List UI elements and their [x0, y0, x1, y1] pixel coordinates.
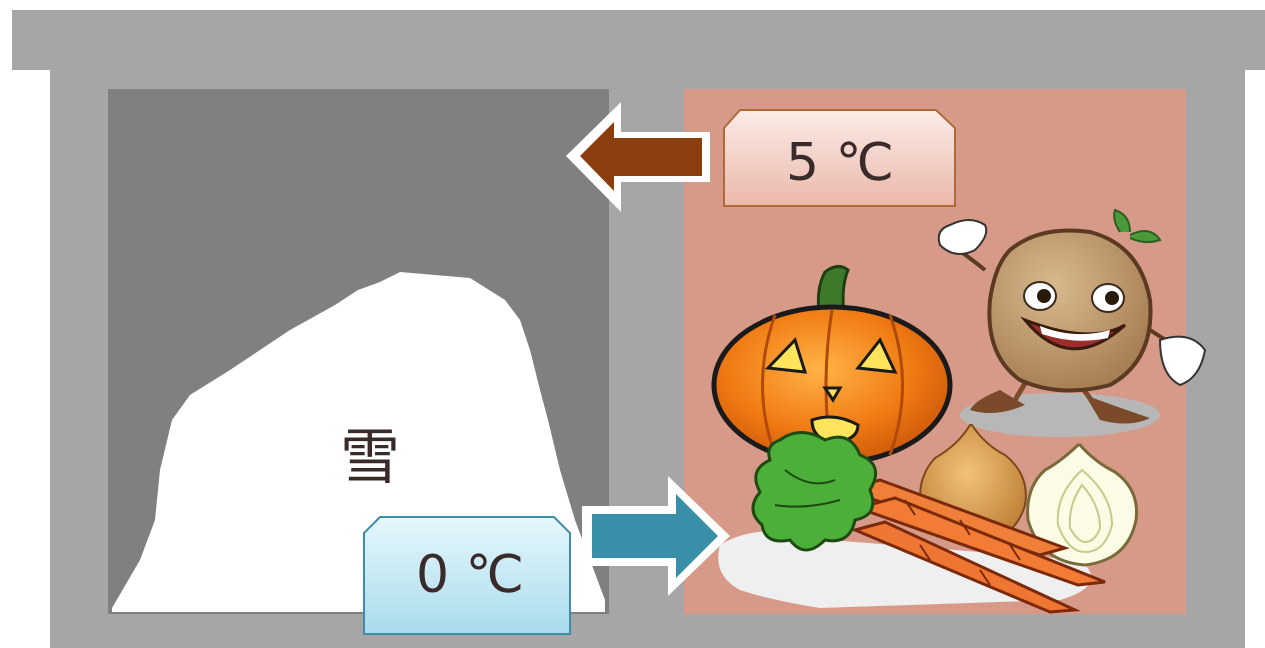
- arrow-right-icon: [582, 476, 730, 596]
- arrow-left-icon: [566, 102, 710, 212]
- pumpkin: [711, 265, 953, 466]
- vegetables-illustration: [711, 208, 1207, 614]
- carrot-greens: [751, 431, 878, 552]
- potato-character: [937, 208, 1207, 437]
- snow-temperature: 0 ℃: [416, 545, 524, 605]
- carrots: [839, 478, 1106, 614]
- snow-temperature-badge: 0 ℃: [363, 516, 571, 635]
- roof: [12, 10, 1265, 70]
- onion-half: [1026, 443, 1139, 567]
- storage-temperature: 5 ℃: [786, 133, 894, 193]
- snow-label: 雪: [340, 423, 400, 493]
- storage-temperature-badge: 5 ℃: [723, 109, 956, 207]
